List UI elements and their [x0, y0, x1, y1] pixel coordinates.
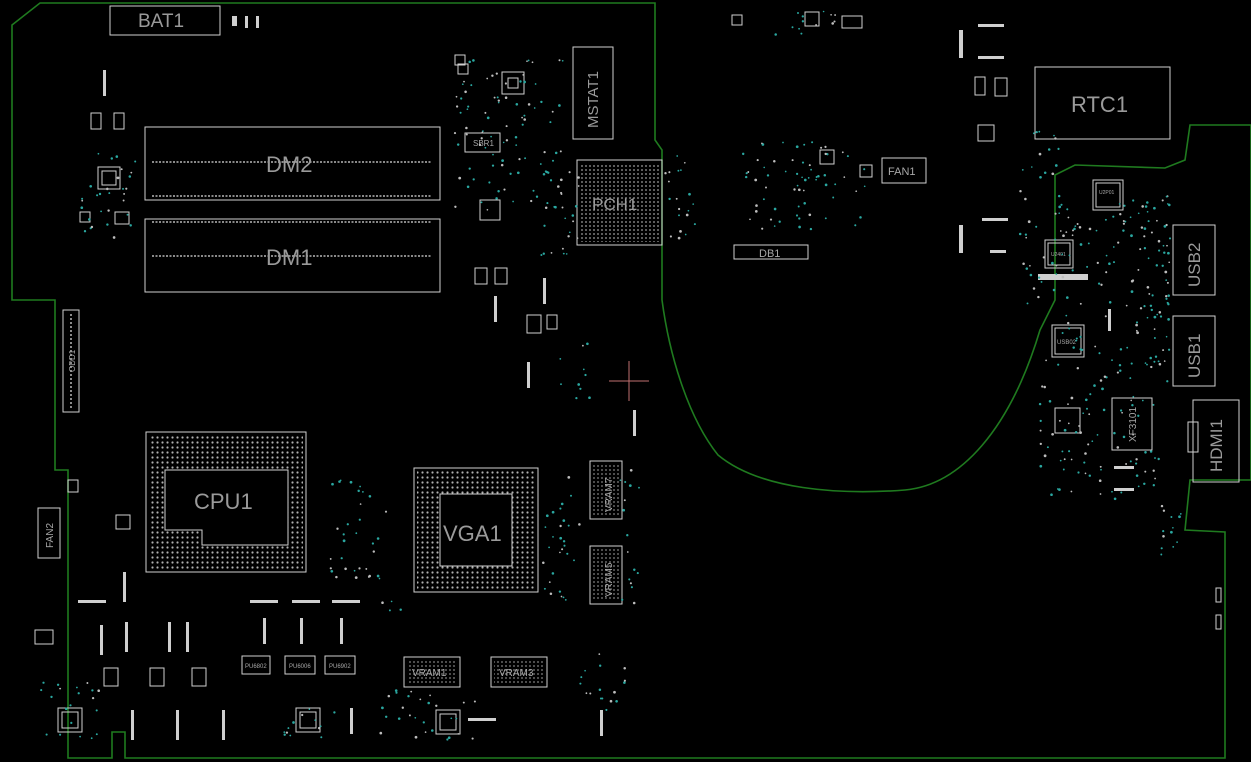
usb2-connector: USB2	[1172, 224, 1216, 296]
pu6802-label: PU6802	[245, 664, 267, 670]
usb1-connector: USB1	[1172, 315, 1216, 387]
vga1-label: VGA1	[443, 521, 502, 546]
fan1-label: FAN1	[888, 166, 916, 178]
xf3101-part: XF3101	[1111, 397, 1153, 451]
dm1-slot: DM1	[144, 218, 441, 293]
db1-label: DB1	[759, 248, 780, 260]
rtc1-footprint	[1034, 66, 1171, 140]
dm1-label: DM1	[266, 245, 312, 270]
hdmi1-label: HDMI1	[1207, 419, 1226, 472]
vram1-label: VRAM1	[412, 668, 447, 679]
odd1-label: ODD1	[68, 349, 77, 372]
bat1-label: BAT1	[138, 11, 184, 32]
mstat1-label: MSTAT1	[585, 71, 602, 128]
dm2-label: DM2	[266, 152, 312, 177]
xf3101-label: XF3101	[1128, 407, 1139, 442]
pu6006-label: PU6006	[289, 664, 311, 670]
usb02-label: USB02	[1057, 340, 1077, 346]
vram1-chip: VRAM1	[403, 656, 461, 688]
pch1-package: PCH1	[576, 159, 663, 246]
sbr1-label: SBR1	[473, 139, 494, 148]
fan1-footprint	[881, 157, 927, 184]
pu6902-ic: PU6902	[324, 655, 356, 675]
cpu1-package: CPU1	[145, 431, 307, 573]
vram5-chip: VRAM5	[589, 545, 623, 605]
hdmi1-connector: HDMI1	[1187, 399, 1240, 483]
bat1-footprint	[109, 5, 221, 36]
u2p01-ic	[1092, 179, 1124, 211]
vram3-chip: VRAM3	[490, 656, 548, 688]
vram5-label: VRAM5	[604, 562, 615, 597]
u2401-label: U2401	[1051, 252, 1066, 258]
mstat1-footprint	[572, 46, 614, 140]
usb2-label: USB2	[1185, 243, 1204, 287]
via-layer	[40, 10, 1182, 741]
pu6902-label: PU6902	[329, 664, 351, 670]
vga1-package: VGA1	[413, 467, 539, 593]
rtc1-label: RTC1	[1071, 92, 1128, 117]
vram3-label: VRAM3	[499, 668, 534, 679]
left-ic-cluster	[79, 70, 130, 225]
odd1-connector: ODD1	[62, 309, 80, 413]
vram7-label: VRAM7	[604, 477, 615, 512]
origin-crosshair	[609, 361, 649, 401]
pu6006-ic: PU6006	[284, 655, 316, 675]
fan2-connector: FAN2	[37, 507, 61, 559]
db1-footprint	[733, 244, 809, 260]
u2401-ic	[1044, 239, 1074, 269]
cpu1-label: CPU1	[194, 489, 253, 514]
pu6802-ic: PU6802	[241, 655, 271, 675]
pch1-label: PCH1	[592, 195, 637, 214]
board-outline	[11, 2, 1251, 759]
dm2-slot: DM2	[144, 126, 441, 201]
vram7-chip: VRAM7	[589, 460, 623, 520]
usb02-ic	[1051, 324, 1085, 358]
usb1-label: USB1	[1185, 334, 1204, 378]
u2p01-label: U2P01	[1099, 190, 1115, 196]
fan2-label: FAN2	[45, 523, 56, 548]
